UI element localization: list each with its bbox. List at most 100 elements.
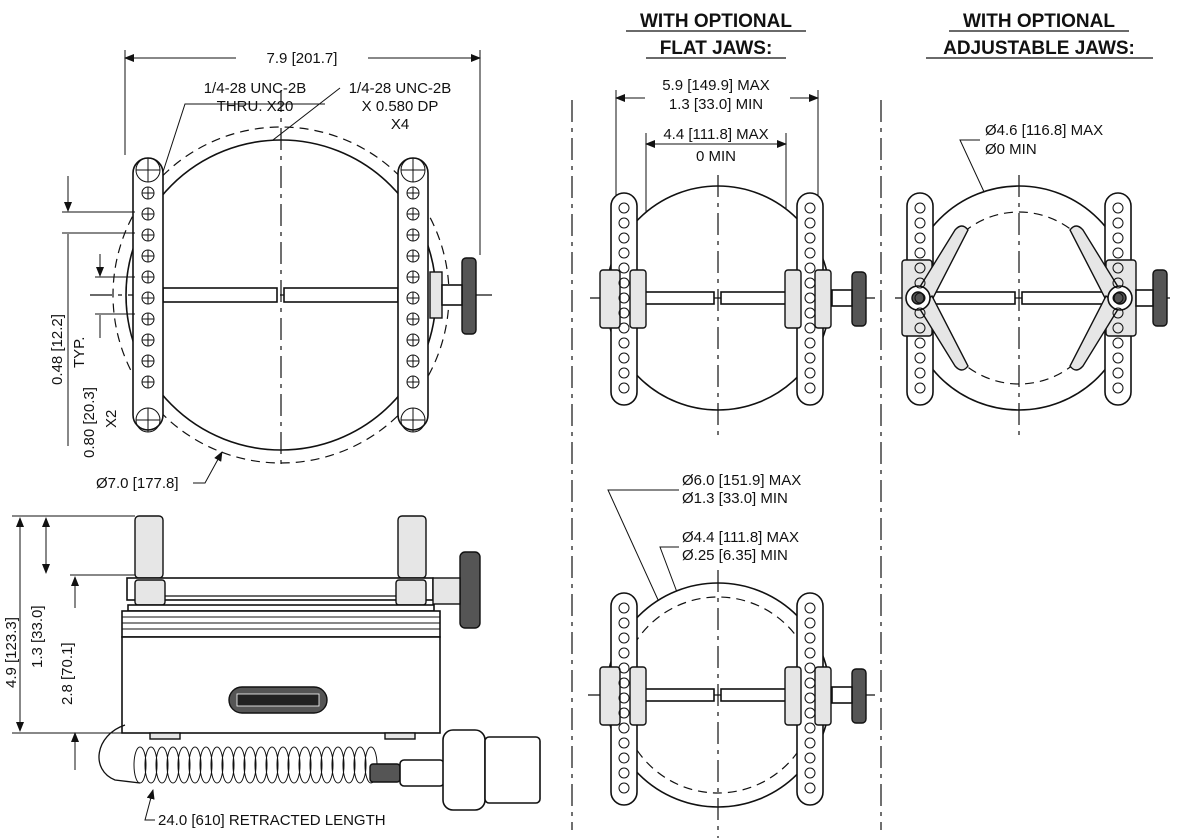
- pitch-line1: 0.48 [12.2]: [49, 314, 66, 385]
- thread-depth-line2: X 0.580 DP: [362, 98, 439, 115]
- spacing-line1: 0.80 [20.3]: [81, 387, 98, 458]
- rail-hole: [618, 752, 630, 764]
- rail-hole: [618, 707, 630, 719]
- rail-hole: [804, 382, 816, 394]
- height-total-label: 4.9 [123.3]: [3, 617, 20, 688]
- rail-hole: [618, 217, 630, 229]
- rail-hole: [914, 307, 926, 319]
- header-adjustable-jaws-line2: ADJUSTABLE JAWS:: [943, 38, 1135, 59]
- cord-coil: [342, 746, 356, 784]
- flat-jaws-top-view: 5.9 [149.9] MAX 1.3 [33.0] MIN 4.4 [111.…: [590, 77, 875, 440]
- flat-jaw-holes: [618, 202, 816, 394]
- flat-jaws-bottom-view: Ø6.0 [151.9] MAX Ø1.3 [33.0] MIN Ø4.4 [1…: [588, 472, 875, 838]
- cord-coil: [298, 746, 312, 784]
- overall-width-label: 7.9 [201.7]: [267, 50, 338, 67]
- rail-hole: [1112, 217, 1124, 229]
- rail-hole: [618, 247, 630, 259]
- rail-hole: [804, 277, 816, 289]
- rail-hole: [804, 632, 816, 644]
- height-body-label: 2.8 [70.1]: [59, 642, 76, 705]
- rail-hole: [1112, 232, 1124, 244]
- flat-dia-outer-min: Ø1.3 [33.0] MIN: [682, 490, 788, 507]
- rail-hole: [804, 262, 816, 274]
- rail-hole: [1112, 307, 1124, 319]
- rail-hole: [618, 307, 630, 319]
- cord-coil: [144, 746, 158, 784]
- rail-hole: [618, 647, 630, 659]
- cord-coil: [276, 746, 290, 784]
- rail-hole: [804, 202, 816, 214]
- rail-hole: [914, 352, 926, 364]
- rail-hole: [914, 262, 926, 274]
- spacing-line2: X2: [103, 410, 120, 428]
- section-dividers: [571, 100, 882, 830]
- rail-hole: [618, 352, 630, 364]
- cord-coil: [232, 746, 246, 784]
- rail-hole: [804, 337, 816, 349]
- cord-coil: [331, 746, 345, 784]
- cord-coil: [133, 746, 147, 784]
- rail-hole: [618, 337, 630, 349]
- rail-hole: [1112, 382, 1124, 394]
- header-adjustable-jaws-line1: WITH OPTIONAL: [963, 11, 1115, 32]
- rail-hole: [618, 617, 630, 629]
- adj-dia-min: Ø0 MIN: [985, 141, 1037, 158]
- rail-hole: [804, 217, 816, 229]
- rail-hole: [914, 202, 926, 214]
- rail-hole: [804, 617, 816, 629]
- cord-coil: [254, 746, 268, 784]
- rail-hole: [804, 662, 816, 674]
- rail-hole: [618, 677, 630, 689]
- rail-hole: [804, 767, 816, 779]
- rail-hole: [618, 382, 630, 394]
- rail-hole: [618, 232, 630, 244]
- rail-hole: [804, 247, 816, 259]
- cord-coil: [353, 746, 367, 784]
- rail-hole: [618, 767, 630, 779]
- rail-hole: [618, 322, 630, 334]
- thread-depth-line1: 1/4-28 UNC-2B: [349, 80, 452, 97]
- rail-hole: [618, 692, 630, 704]
- rail-hole: [618, 722, 630, 734]
- rail-hole: [914, 382, 926, 394]
- rail-hole: [914, 247, 926, 259]
- rail-hole: [1112, 352, 1124, 364]
- flat-outer-max: 5.9 [149.9] MAX: [662, 77, 770, 94]
- cord-coil: [166, 746, 180, 784]
- flat-jaw-holes-bottom: [618, 602, 816, 794]
- height-upper-label: 1.3 [33.0]: [29, 605, 46, 668]
- header-flat-jaws: WITH OPTIONAL FLAT JAWS:: [626, 11, 806, 59]
- cord-coil: [210, 746, 224, 784]
- flat-dia-inner-min: Ø.25 [6.35] MIN: [682, 547, 788, 564]
- rail-hole: [618, 292, 630, 304]
- rail-hole: [804, 647, 816, 659]
- rail-hole: [914, 337, 926, 349]
- rail-hole: [804, 602, 816, 614]
- rail-hole: [618, 737, 630, 749]
- cord-coil: [199, 746, 213, 784]
- rail-hole: [618, 202, 630, 214]
- rail-hole: [618, 367, 630, 379]
- adjustable-jaws-view: Ø4.6 [116.8] MAX Ø0 MIN: [895, 122, 1170, 440]
- rail-hole: [618, 262, 630, 274]
- rail-hole: [804, 692, 816, 704]
- rail-hole: [1112, 202, 1124, 214]
- rail-hole: [804, 782, 816, 794]
- cord-coil: [177, 746, 191, 784]
- rail-holes: [135, 157, 426, 433]
- cord-coil: [221, 746, 235, 784]
- rail-hole: [914, 367, 926, 379]
- rail-hole: [1112, 262, 1124, 274]
- rail-hole: [804, 292, 816, 304]
- thread-depth-line3: X4: [391, 116, 409, 133]
- rail-hole: [1112, 322, 1124, 334]
- rail-hole: [618, 277, 630, 289]
- rail-hole: [1112, 292, 1124, 304]
- rail-hole: [618, 602, 630, 614]
- rail-hole: [804, 367, 816, 379]
- thread-thru-line1: 1/4-28 UNC-2B: [204, 80, 307, 97]
- header-flat-jaws-line2: FLAT JAWS:: [660, 38, 773, 59]
- cord-coil: [155, 746, 169, 784]
- cord-length-label: 24.0 [610] RETRACTED LENGTH: [158, 812, 386, 829]
- rail-hole: [804, 752, 816, 764]
